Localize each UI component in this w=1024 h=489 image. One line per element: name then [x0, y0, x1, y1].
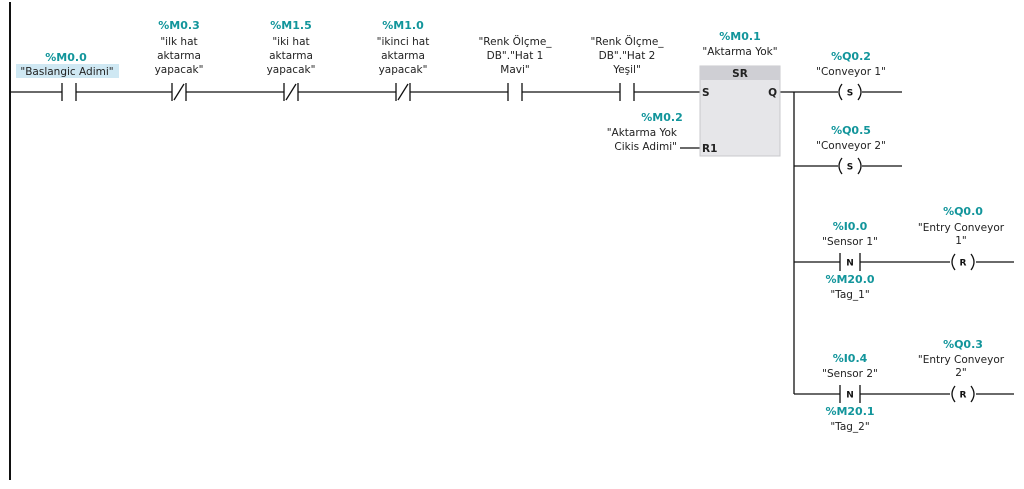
- sr-address: %M0.1: [719, 30, 760, 43]
- edge-memory-symbol: "Tag_2": [830, 421, 869, 433]
- sr-symbol: "Aktarma Yok": [702, 46, 777, 58]
- contact-iki-hat-aktarma[interactable]: %M1.5 "iki hat aktarma yapacak": [267, 19, 316, 101]
- reset-coil-entry-conveyor-2[interactable]: %Q0.3 "Entry Conveyor 2" R: [918, 338, 1005, 403]
- coil-type: S: [847, 163, 853, 173]
- contact-symbol: "Baslangic Adimi": [20, 66, 113, 78]
- negative-edge-sensor-2[interactable]: %I0.4 "Sensor 2" N %M20.1 "Tag_2": [822, 352, 878, 433]
- edge-address: %I0.4: [833, 352, 868, 365]
- coil-address: %Q0.2: [831, 50, 871, 63]
- set-coil-conveyor-2[interactable]: %Q0.5 "Conveyor 2" S: [816, 124, 886, 175]
- edge-symbol: "Sensor 2": [822, 368, 878, 380]
- sr-pin-r1: R1: [702, 143, 717, 155]
- contact-symbol-line: aktarma: [269, 50, 313, 62]
- main-rung-wires: [10, 91, 1014, 395]
- sr-box-header: [700, 66, 780, 80]
- sr-title: SR: [732, 68, 748, 80]
- edge-symbol: "Sensor 1": [822, 236, 878, 248]
- contact-symbol-line: yapacak": [267, 64, 316, 76]
- contact-symbol-line: "iki hat: [272, 36, 309, 48]
- reset-coil-entry-conveyor-1[interactable]: %Q0.0 "Entry Conveyor 1" R: [918, 205, 1005, 271]
- contact-symbol-line: DB"."Hat 2: [599, 50, 656, 62]
- edge-memory-address: %M20.1: [825, 405, 874, 418]
- contact-renk-olcme-hat2[interactable]: "Renk Ölçme_ DB"."Hat 2 Yeşil": [590, 35, 664, 101]
- contact-symbol-line: "ikinci hat: [377, 36, 430, 48]
- contact-symbol-line: yapacak": [379, 64, 428, 76]
- selection-highlight: [16, 64, 119, 78]
- coil-symbol-line: "Entry Conveyor: [918, 222, 1005, 234]
- coil-type: R: [960, 259, 967, 269]
- edge-memory-symbol: "Tag_1": [830, 289, 869, 301]
- reset-symbol-line: "Aktarma Yok: [607, 127, 678, 139]
- edge-type: N: [846, 259, 854, 269]
- contact-symbol-line: Mavi": [500, 64, 529, 76]
- reset-address: %M0.2: [641, 111, 682, 124]
- reset-symbol-line: Cikis Adimi": [614, 141, 677, 153]
- contact-address: %M0.0: [45, 51, 87, 64]
- contact-symbol-line: "ilk hat: [160, 36, 197, 48]
- coil-address: %Q0.0: [943, 205, 983, 218]
- contact-address: %M0.3: [158, 19, 199, 32]
- coil-type: R: [960, 391, 967, 401]
- contact-address: %M1.5: [270, 19, 311, 32]
- contact-symbol-line: aktarma: [381, 50, 425, 62]
- sr-pin-s: S: [702, 87, 710, 99]
- sr-box: [699, 65, 781, 157]
- contact-ilk-hat-aktarma[interactable]: %M0.3 "ilk hat aktarma yapacak": [155, 19, 204, 101]
- set-coil-conveyor-1[interactable]: %Q0.2 "Conveyor 1" S: [816, 50, 886, 101]
- edge-type: N: [846, 391, 854, 401]
- contact-symbol-line: yapacak": [155, 64, 204, 76]
- contact-symbol-line: Yeşil": [612, 64, 641, 76]
- contact-renk-olcme-hat1[interactable]: "Renk Ölçme_ DB"."Hat 1 Mavi": [478, 35, 552, 101]
- contact-symbol-line: "Renk Ölçme_: [590, 35, 664, 48]
- contact-baslangic-adimi[interactable]: %M0.0 "Baslangic Adimi": [16, 51, 119, 101]
- coil-symbol-line: "Entry Conveyor: [918, 354, 1005, 366]
- coil-symbol-line: 1": [955, 235, 967, 247]
- sr-flipflop-block[interactable]: %M0.1 "Aktarma Yok" SR S Q R1: [699, 30, 781, 157]
- coil-symbol: "Conveyor 2": [816, 140, 886, 152]
- sr-pin-q: Q: [768, 87, 777, 99]
- edge-address: %I0.0: [833, 220, 868, 233]
- edge-memory-address: %M20.0: [825, 273, 874, 286]
- contact-address: %M1.0: [382, 19, 424, 32]
- coil-symbol: "Conveyor 1": [816, 66, 886, 78]
- contact-symbol-line: aktarma: [157, 50, 201, 62]
- contact-symbol-line: DB"."Hat 1: [487, 50, 544, 62]
- coil-address: %Q0.5: [831, 124, 871, 137]
- coil-type: S: [847, 89, 853, 99]
- negative-edge-sensor-1[interactable]: %I0.0 "Sensor 1" N %M20.0 "Tag_1": [822, 220, 878, 301]
- sr-reset-operand[interactable]: %M0.2 "Aktarma Yok Cikis Adimi": [607, 111, 683, 153]
- coil-address: %Q0.3: [943, 338, 983, 351]
- contact-ikinci-hat-aktarma[interactable]: %M1.0 "ikinci hat aktarma yapacak": [377, 19, 430, 101]
- contact-symbol-line: "Renk Ölçme_: [478, 35, 552, 48]
- coil-symbol-line: 2": [955, 367, 967, 379]
